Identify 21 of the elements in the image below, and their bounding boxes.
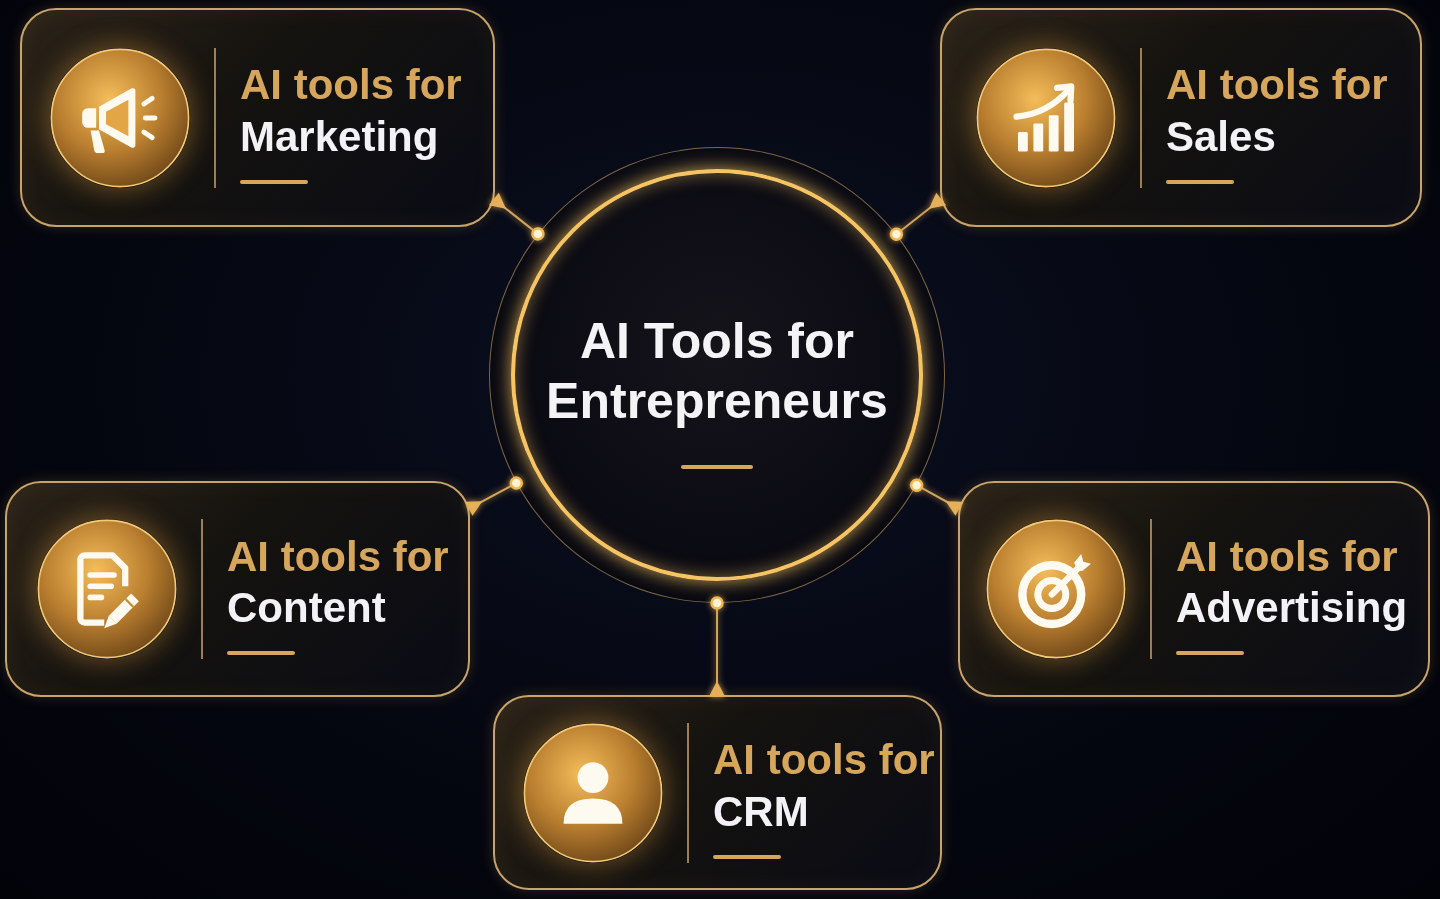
card-label: AI tools for	[240, 60, 462, 111]
card-label: AI tools for	[1166, 60, 1388, 111]
card-title: Sales	[1166, 111, 1276, 162]
category-card	[5, 481, 470, 697]
category-card	[20, 8, 495, 227]
card-label: AI tools for	[1176, 531, 1398, 582]
connector-line	[464, 476, 524, 516]
category-card	[493, 695, 942, 890]
category-card	[940, 8, 1422, 227]
card-title: Marketing	[240, 111, 439, 162]
card-title: Content	[227, 583, 386, 633]
card-label: AI tools for	[227, 531, 449, 582]
connector-line	[889, 192, 947, 241]
connector-line	[709, 596, 725, 697]
category-card	[958, 481, 1430, 697]
card-title: Advertising	[1176, 583, 1408, 633]
card-title: CRM	[713, 786, 809, 837]
connector-line	[488, 192, 545, 241]
hub-title: AI Tools for Entrepreneurs	[545, 312, 889, 431]
connector-line	[909, 478, 964, 516]
card-label: AI tools for	[713, 735, 935, 786]
